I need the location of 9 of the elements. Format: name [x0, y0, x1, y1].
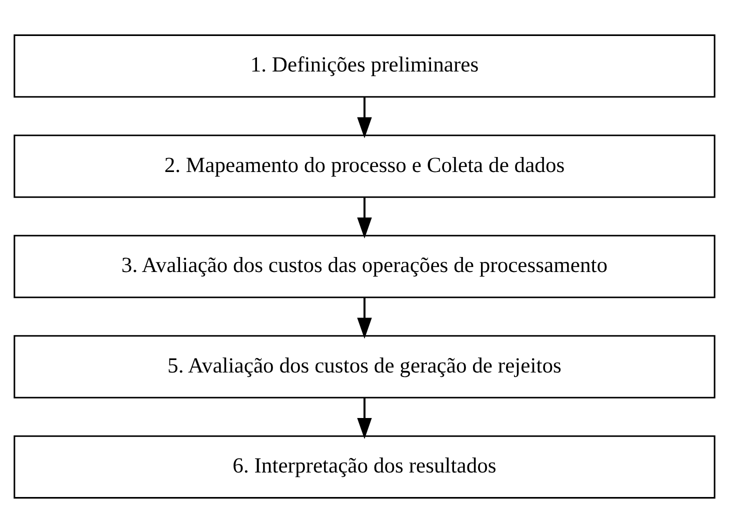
node-box: 1. Definições preliminares	[14, 34, 716, 98]
node-box: 2. Mapeamento do processo e Coleta de dados	[14, 134, 716, 198]
node-box: 6. Interpretação dos resultados	[14, 434, 716, 498]
arrow	[357, 397, 372, 438]
arrow	[357, 297, 372, 338]
node-box: 5. Avaliação dos custos de geração de rejeitos	[14, 334, 716, 398]
arrow	[357, 96, 372, 138]
arrow	[357, 196, 372, 238]
node-box: 3. Avaliação dos custos das operações de processamento	[14, 234, 716, 298]
